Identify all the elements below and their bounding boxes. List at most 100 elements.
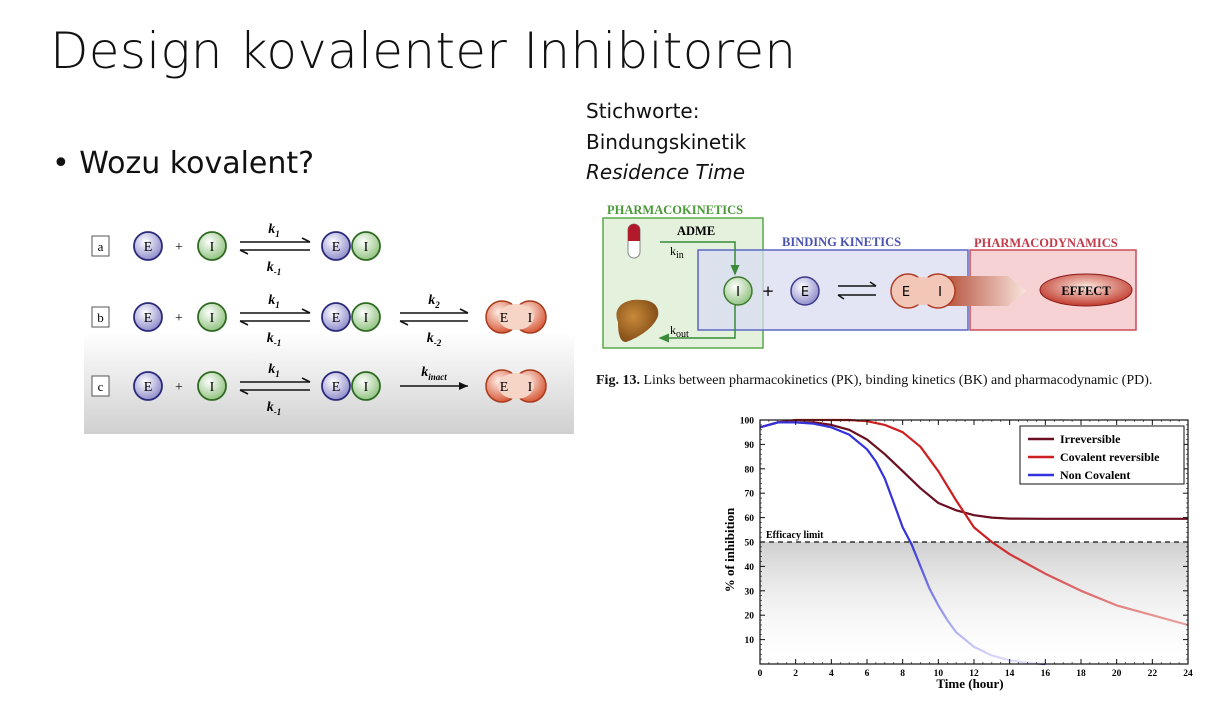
liver-icon [616, 299, 659, 342]
svg-text:E: E [332, 311, 341, 326]
enzyme-ball: E [133, 302, 163, 332]
series-line-0 [759, 421, 1188, 520]
effect-label: EFFECT [1061, 284, 1111, 298]
x-tick-label: 6 [865, 669, 870, 679]
x-tick-label: 14 [1005, 669, 1015, 679]
y-tick-label: 90 [745, 441, 755, 451]
svg-text:I: I [364, 240, 369, 255]
keywords-heading: Stichworte: [586, 99, 700, 123]
legend-label: Covalent reversible [1060, 450, 1160, 464]
x-tick-label: 18 [1076, 669, 1086, 679]
figure-caption: Fig. 13. Links between pharmacokinetics … [596, 372, 1156, 390]
keyword-residence-time: Residence Time [586, 160, 746, 184]
capsule-icon [627, 223, 641, 259]
y-tick-label: 70 [745, 490, 755, 500]
fade-overlay [760, 542, 1188, 664]
svg-text:+: + [175, 311, 183, 326]
x-tick-label: 4 [829, 669, 834, 679]
k2-backward-label: k-2 [427, 331, 442, 348]
pk-bk-pd-diagram: PHARMACOKINETICS BINDING KINETICS PHARMA… [602, 203, 1137, 349]
enzyme-ball: E [133, 231, 163, 261]
legend-label: Non Covalent [1060, 468, 1130, 482]
y-tick-label: 100 [740, 417, 755, 427]
svg-text:I: I [364, 311, 369, 326]
bk-title: BINDING KINETICS [782, 235, 901, 249]
scheme-row-a: a E + Ik1 k-1 E I [91, 222, 381, 277]
bullet-text: Wozu kovalent? [79, 146, 315, 181]
svg-text:+: + [175, 240, 183, 255]
enzyme-ball [790, 276, 820, 306]
inhibitor-ball: I [197, 231, 227, 261]
y-tick-label: 40 [745, 563, 755, 573]
x-tick-label: 12 [969, 669, 979, 679]
row-label: b [97, 310, 104, 325]
k-backward-label: k-1 [267, 400, 282, 417]
k2-forward-label: k2 [428, 293, 440, 310]
kinact-label: kinact [421, 365, 447, 382]
svg-text:+: + [175, 380, 183, 395]
y-tick-label: 10 [745, 636, 755, 646]
complex-enzyme: E [321, 231, 351, 261]
k-forward-label: k1 [268, 293, 280, 310]
inhibitor-ball [723, 276, 753, 306]
svg-text:E: E [500, 311, 509, 326]
svg-text:+: + [762, 282, 775, 300]
effect-ellipse [1039, 273, 1133, 307]
svg-text:I: I [210, 380, 215, 395]
y-tick-label: 30 [745, 587, 755, 597]
bullet-point: • Wozu kovalent? [52, 146, 315, 181]
svg-text:E: E [144, 380, 153, 395]
complex-inhibitor: I [351, 302, 381, 332]
svg-text:E: E [332, 380, 341, 395]
svg-text:I: I [210, 311, 215, 326]
svg-text:E: E [902, 285, 910, 300]
svg-text:I: I [736, 285, 740, 300]
y-tick-label: 60 [745, 514, 755, 524]
keyword-binding-kinetics: Bindungskinetik [586, 130, 747, 154]
complex-inhibitor: I [351, 371, 381, 401]
k-forward-label: k1 [268, 362, 280, 379]
x-tick-label: 10 [934, 669, 944, 679]
x-tick-label: 2 [793, 669, 798, 679]
y-tick-label: 20 [745, 612, 755, 622]
pd-title: PHARMACODYNAMICS [974, 236, 1118, 250]
slide-title: Design kovalenter Inhibitoren [50, 22, 797, 80]
adme-label: ADME [677, 224, 715, 238]
y-tick-label: 50 [745, 539, 755, 549]
x-tick-label: 0 [758, 669, 763, 679]
x-tick-label: 20 [1112, 669, 1122, 679]
caption-text: Links between pharmacokinetics (PK), bin… [643, 373, 1153, 388]
x-tick-label: 22 [1148, 669, 1158, 679]
pk-title: PHARMACOKINETICS [607, 203, 743, 217]
y-axis-label: % of inhibition [722, 507, 737, 592]
x-tick-label: 8 [900, 669, 905, 679]
caption-bold: Fig. 13. [596, 373, 640, 388]
k-backward-label: k-1 [267, 260, 282, 277]
row-label: a [98, 239, 104, 254]
svg-text:I: I [364, 380, 369, 395]
svg-text:E: E [801, 285, 809, 300]
svg-text:E: E [144, 240, 153, 255]
svg-text:E: E [332, 240, 341, 255]
x-axis-label: Time (hour) [936, 676, 1003, 691]
svg-text:E: E [500, 380, 509, 395]
k-forward-label: k1 [268, 222, 280, 239]
k-out-label: kout [670, 323, 689, 340]
enzyme-ball: E [133, 371, 163, 401]
legend-label: Irreversible [1060, 432, 1121, 446]
y-tick-label: 80 [745, 465, 755, 475]
svg-text:I: I [528, 380, 533, 395]
x-tick-label: 16 [1041, 669, 1051, 679]
x-tick-label: 24 [1183, 669, 1193, 679]
row-label: c [98, 379, 104, 394]
svg-text:I: I [210, 240, 215, 255]
complex-enzyme: E [321, 302, 351, 332]
k-backward-label: k-1 [267, 331, 282, 348]
svg-text:I: I [938, 285, 942, 300]
